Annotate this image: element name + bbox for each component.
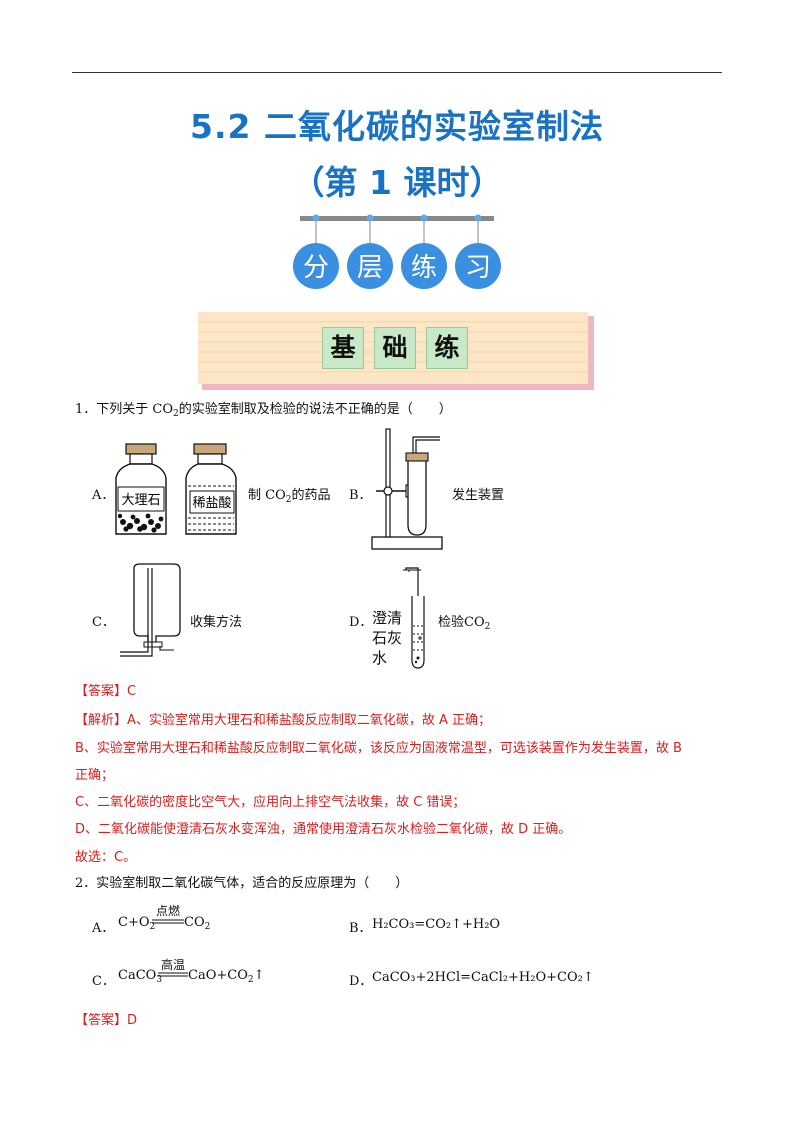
badge-circle	[347, 243, 393, 289]
bottle1-label: 大理石	[121, 493, 160, 508]
badge-circle	[293, 243, 339, 289]
q1-option-a-caption: 制 CO2的药品	[248, 488, 331, 505]
equals-bar	[152, 919, 184, 924]
q2-option-d-letter: D．	[349, 974, 373, 989]
reagent-bottles-figure: 大理石 稀盐酸	[115, 443, 237, 535]
badge-pins	[312, 214, 482, 246]
q2-answer: 【答案】D	[75, 1013, 138, 1028]
q2-option-b-letter: B．	[349, 921, 372, 936]
badge-text: 分	[303, 253, 329, 283]
q2-option-c-condition: 高温	[160, 958, 185, 972]
q1-option-a-letter: A．	[92, 488, 115, 503]
q2-option-a-condition: 点燃	[155, 904, 180, 918]
q1-analysis-line: 故选：C。	[75, 850, 137, 865]
limewater-label: 澄清 石灰 水	[372, 609, 403, 667]
q1-analysis-line: 【解析】A、实验室常用大理石和稀盐酸反应制取二氧化碳，故 A 正确；	[75, 713, 492, 728]
badge-group: 分 层 练 习	[293, 214, 501, 289]
badge-text: 练	[411, 253, 437, 283]
header-rule	[72, 72, 722, 73]
badge-text: 习	[465, 253, 491, 283]
equals-bar	[158, 972, 188, 977]
q1-analysis-line: 正确；	[75, 768, 115, 783]
q1-stem: 1．下列关于 CO2的实验室制取及检验的说法不正确的是（ ）	[75, 402, 452, 419]
q2-option-b-equation: H₂CO₃=CO₂↑+H₂O	[372, 917, 501, 932]
q1-option-d-caption: 检验CO2	[438, 615, 491, 632]
page-subtitle: （第 1 课时）	[291, 163, 503, 202]
q2-stem: 2．实验室制取二氧化碳气体，适合的反应原理为（ ）	[75, 876, 409, 891]
generation-apparatus-figure	[371, 428, 443, 550]
q2-option-c-letter: C．	[92, 974, 115, 989]
badge-circle	[455, 243, 501, 289]
collection-method-figure	[120, 563, 181, 657]
q1-option-b-letter: B．	[349, 488, 372, 503]
badge-text: 层	[357, 253, 383, 283]
section-char: 基	[322, 327, 364, 369]
q1-answer: 【答案】C	[75, 684, 137, 699]
q1-analysis-line: C、二氧化碳的密度比空气大，应用向上排空气法收集，故 C 错误；	[75, 795, 466, 810]
q2-option-c-right: CaO+CO2↑	[188, 968, 265, 985]
q1-option-c-caption: 收集方法	[190, 615, 243, 630]
limewater-test-figure	[403, 567, 425, 669]
section-char: 础	[374, 327, 416, 369]
q1-option-c-letter: C．	[92, 615, 115, 630]
bottle2-label: 稀盐酸	[192, 496, 231, 511]
section-char: 练	[426, 327, 468, 369]
section-title: 基 础 练	[322, 327, 468, 371]
q2-option-a-right: CO2	[184, 915, 211, 932]
q1-analysis-line: D、二氧化碳能使澄清石灰水变浑浊，通常使用澄清石灰水检验二氧化碳，故 D 正确。	[75, 822, 572, 837]
badge-rail	[300, 216, 494, 221]
q2-option-a-letter: A．	[92, 921, 115, 936]
badge-circle	[401, 243, 447, 289]
q2-option-c-left: CaCO3	[118, 968, 163, 985]
q2-option-a-left: C+O2	[118, 915, 156, 932]
q1-option-b-caption: 发生装置	[452, 488, 505, 503]
q2-option-d-equation: CaCO₃+2HCl=CaCl₂+H₂O+CO₂↑	[372, 970, 594, 985]
page-title: 5.2 二氧化碳的实验室制法	[190, 107, 604, 146]
q1-analysis-line: B、实验室常用大理石和稀盐酸反应制取二氧化碳，该反应为固液常温型，可选该装置作为…	[75, 741, 682, 756]
q1-option-d-letter: D．	[349, 615, 373, 630]
